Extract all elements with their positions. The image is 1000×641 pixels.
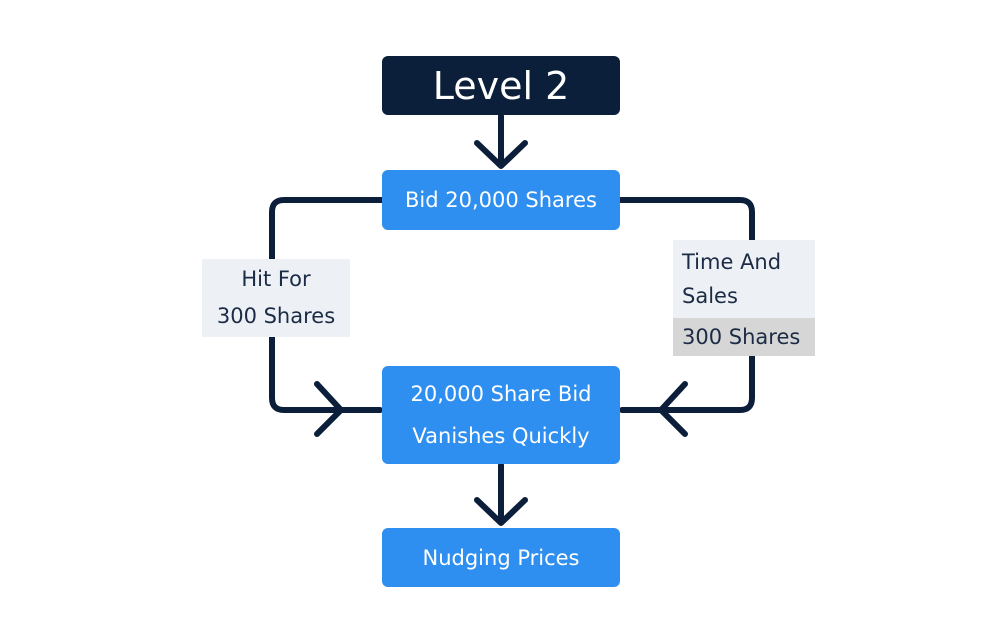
- bid-box-text: Bid 20,000 Shares: [405, 188, 597, 212]
- time-and-sales-line-2: Sales: [682, 284, 738, 308]
- hit-for-line-1: Hit For: [241, 267, 311, 291]
- level-2-title: Level 2: [382, 56, 620, 115]
- arrowhead-down-nudge: [474, 497, 528, 526]
- vanish-line-2: Vanishes Quickly: [412, 424, 590, 448]
- arrowhead-left-vanish: [658, 381, 688, 437]
- bid-box: Bid 20,000 Shares: [382, 170, 620, 230]
- hit-for-line-2: 300 Shares: [216, 304, 336, 328]
- vanish-box: 20,000 Share Bid Vanishes Quickly: [382, 366, 620, 464]
- time-and-sales-label: Time And Sales 300 Shares: [673, 240, 815, 356]
- hit-for-label: Hit For 300 Shares: [202, 259, 350, 337]
- arrowhead-down-bid: [474, 140, 528, 169]
- time-and-sales-value: 300 Shares: [673, 318, 815, 356]
- time-and-sales-line-1: Time And: [682, 250, 782, 274]
- time-and-sales-heading: Time And Sales: [673, 240, 815, 318]
- nudging-prices-text: Nudging Prices: [422, 545, 580, 570]
- level-2-title-text: Level 2: [432, 63, 570, 108]
- arrowhead-right-vanish: [314, 381, 344, 437]
- vanish-line-1: 20,000 Share Bid: [410, 382, 592, 406]
- nudging-prices-box: Nudging Prices: [382, 528, 620, 587]
